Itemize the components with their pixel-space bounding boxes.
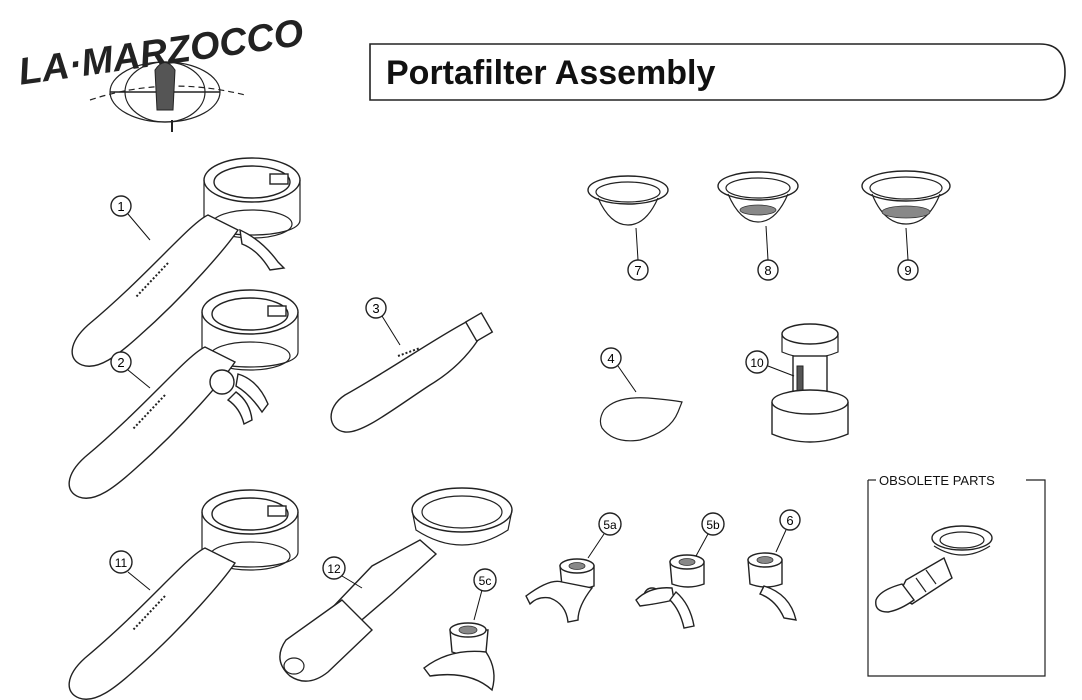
callout-7: 7 xyxy=(627,227,649,281)
svg-text:7: 7 xyxy=(634,263,641,278)
svg-text:9: 9 xyxy=(904,263,911,278)
svg-text:1: 1 xyxy=(117,199,124,214)
callout-12: 12 xyxy=(322,556,363,589)
svg-text:6: 6 xyxy=(786,513,793,528)
svg-text:2: 2 xyxy=(117,355,124,370)
callout-8: 8 xyxy=(757,225,779,281)
spout-5c-icon xyxy=(423,622,495,692)
basket-spring-icon xyxy=(599,397,683,442)
svg-text:8: 8 xyxy=(764,263,771,278)
callout-5b: 5b xyxy=(695,512,725,557)
page-title: Portafilter Assembly xyxy=(386,54,715,92)
filter-basket-double-icon xyxy=(861,170,951,225)
callout-11: 11 xyxy=(109,550,151,591)
obsolete-portafilter-icon xyxy=(875,525,993,613)
svg-text:5b: 5b xyxy=(706,518,720,532)
callout-10: 10 xyxy=(745,350,795,377)
portafilter-standard-icon xyxy=(68,489,299,700)
spout-6-icon xyxy=(747,552,797,621)
obsolete-parts-label: OBSOLETE PARTS xyxy=(879,473,995,488)
la-marzocco-logo: LA·MARZOCCO xyxy=(16,12,306,132)
spout-5a-icon xyxy=(525,558,595,623)
obsolete-parts-box: OBSOLETE PARTS xyxy=(867,473,1046,677)
svg-text:4: 4 xyxy=(607,351,614,366)
callout-2: 2 xyxy=(110,351,151,389)
portafilter-double-spout-icon xyxy=(71,157,301,368)
callout-4: 4 xyxy=(600,347,637,393)
svg-text:11: 11 xyxy=(115,556,128,570)
lion-globe-emblem-icon xyxy=(89,61,246,132)
portafilter-round-handle-icon xyxy=(279,487,513,682)
tamper-icon xyxy=(771,323,849,443)
svg-text:3: 3 xyxy=(372,301,379,316)
callout-5c: 5c xyxy=(473,568,497,621)
callout-9: 9 xyxy=(897,227,919,281)
handle-icon xyxy=(330,312,494,433)
svg-text:5a: 5a xyxy=(603,518,617,532)
filter-basket-single-icon xyxy=(717,171,799,223)
svg-text:10: 10 xyxy=(750,356,764,370)
callout-3: 3 xyxy=(365,297,401,346)
spout-5b-icon xyxy=(635,554,705,629)
callout-1: 1 xyxy=(110,195,151,241)
callout-6: 6 xyxy=(775,509,801,553)
callout-5a: 5a xyxy=(587,512,622,559)
svg-text:12: 12 xyxy=(327,562,341,576)
svg-text:5c: 5c xyxy=(479,574,492,588)
portafilter-split-spout-icon xyxy=(68,289,299,500)
filter-basket-blind-icon xyxy=(587,175,669,226)
title-banner: Portafilter Assembly xyxy=(369,43,1066,101)
